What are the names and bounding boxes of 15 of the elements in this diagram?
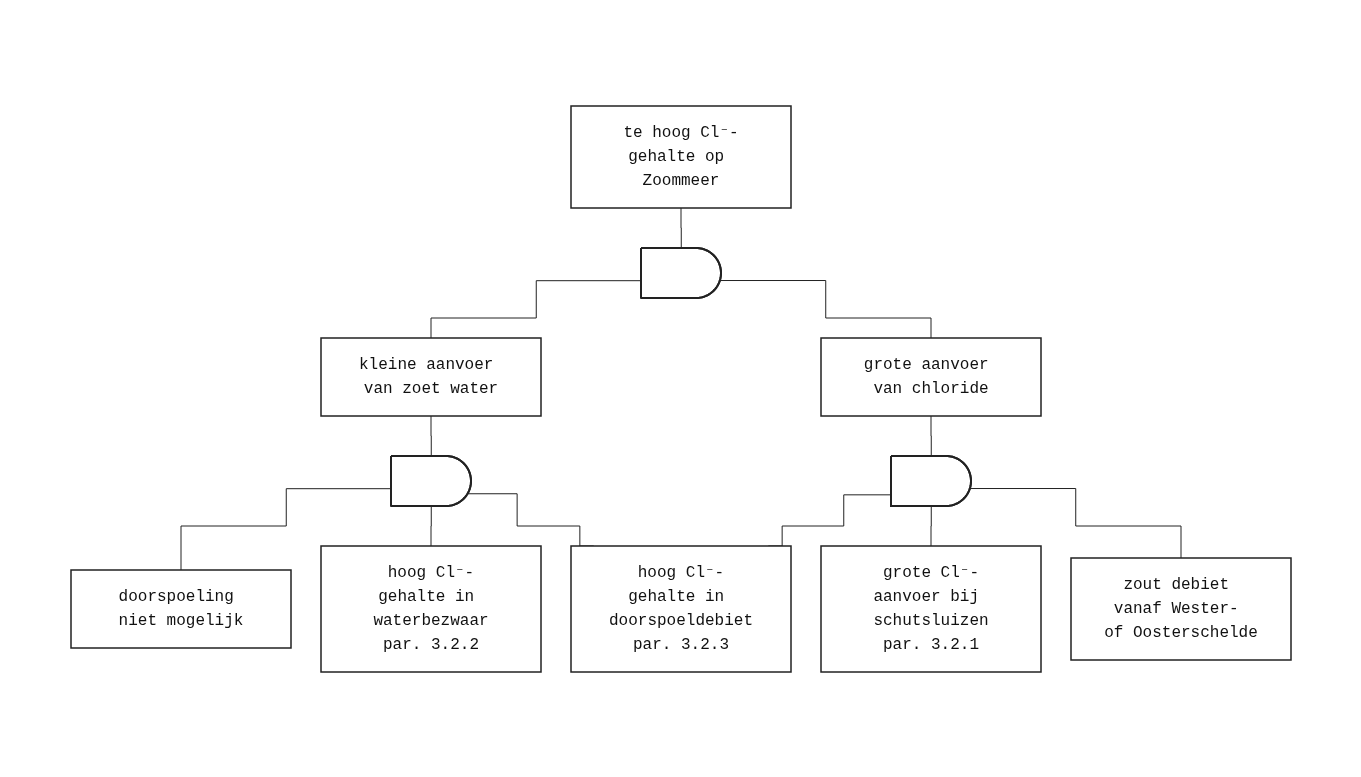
connector (930, 505, 932, 546)
node-box: hoog Cl⁻-gehalte in waterbezwaar par. 3.2.2 (319, 544, 542, 673)
connector (930, 415, 932, 457)
node-box: te hoog Cl⁻-gehalte op Zoommeer (569, 104, 792, 209)
node-box: hoog Cl⁻-gehalte in doorspoeldebiet par. 3.2.3 (569, 544, 792, 673)
node-box: zout debiet vanaf Wester- of Oosterschelde (1069, 556, 1292, 661)
connector (430, 505, 432, 546)
connector (969, 487, 1181, 558)
node-box: grote Cl⁻-aanvoer bij schutsluizen par. 3.2.1 (819, 544, 1042, 673)
node-box: doorspoeling niet mogelijk (69, 568, 292, 649)
connector (430, 415, 432, 457)
node-box: grote aanvoer van chloride (819, 336, 1042, 417)
node-box: kleine aanvoer van zoet water (319, 336, 542, 417)
connector (719, 279, 931, 338)
connector (680, 207, 682, 249)
